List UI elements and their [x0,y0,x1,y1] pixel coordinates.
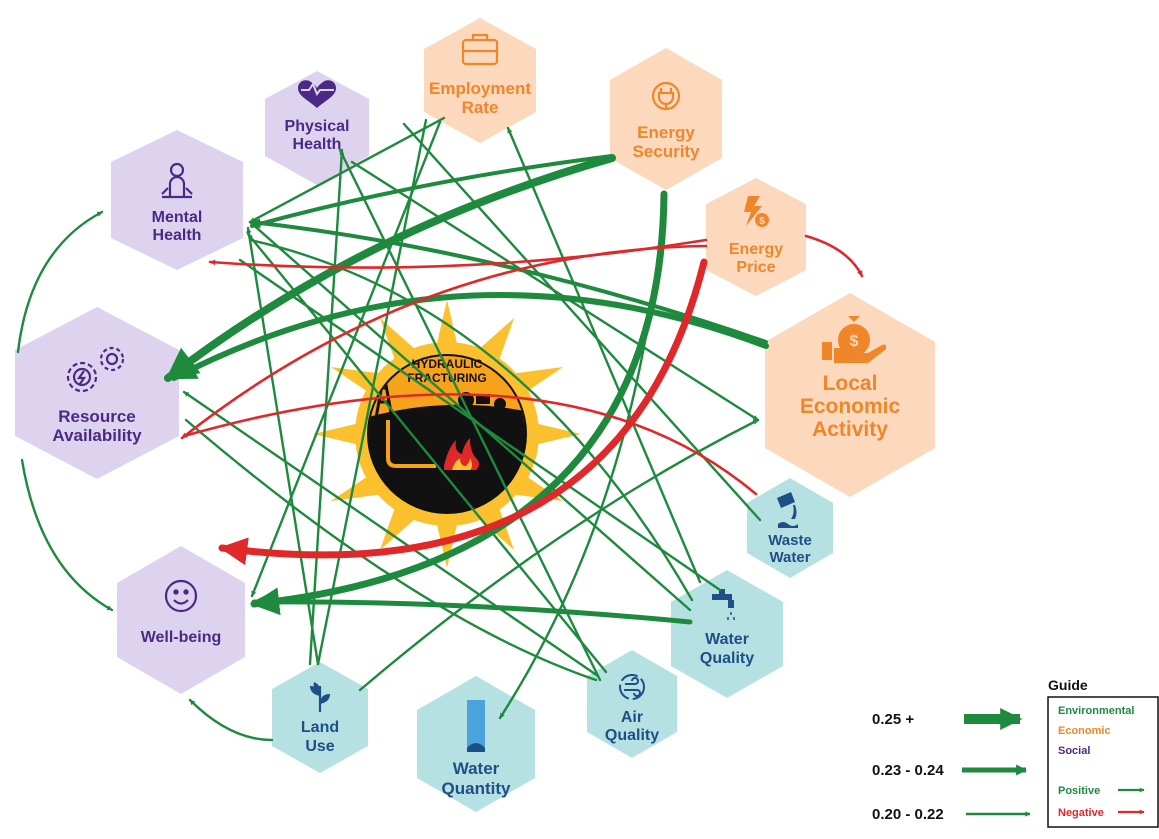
link-wastewater-to-resource [182,393,758,496]
well-being-label: Well-being [141,629,222,646]
waste-water-line2: Water [769,549,810,566]
local-economic-activity-line3: Activity [812,418,888,441]
node-employment-rate: Employment Rate [424,18,536,143]
energy-security-line2: Security [632,142,700,161]
link-landuse-to-mental [246,226,320,666]
air-quality-line1: Air [621,709,643,726]
link-localecon-to-resource [171,292,769,381]
node-well-being: Well-being [117,546,245,694]
plug-icon [651,81,681,111]
link-resource-to-airquality [184,418,598,682]
water-quantity-line2: Quantity [442,779,511,798]
link-security-to-resource [164,154,616,382]
water-quantity-line1: Water [453,759,500,778]
guide-negative-label: Negative [1058,807,1104,819]
water-bar-icon [467,700,485,752]
money-bag-hand-icon: $ [822,316,887,363]
heartbeat-icon [298,80,336,108]
node-waste-water: Waste Water [747,478,833,578]
employment-rate-line2: Rate [462,98,499,117]
link-employment-to-wellbeing [250,120,442,598]
land-use-line1: Land [301,719,339,736]
strength-label-mid: 0.23 - 0.24 [872,762,944,779]
guide-category-social: Social [1058,745,1090,757]
employment-rate-line1: Employment [429,79,531,98]
water-quality-line2: Quality [700,650,754,667]
center-title-line2: FRACTURING [407,371,486,385]
physical-health-line2: Health [293,136,342,153]
smiley-icon [164,579,198,613]
negative-links [180,234,864,566]
link-landuse-to-wellbeing [188,698,274,742]
local-economic-activity-line2: Economic [800,395,901,418]
energy-price-line2: Price [736,259,775,276]
energy-security-line1: Energy [637,123,695,142]
waste-water-line1: Waste [768,532,812,549]
svg-text:$: $ [759,216,765,227]
sprout-icon [310,682,330,712]
link-physical-to-airquality [338,148,602,682]
faucet-icon [712,589,735,620]
gears-icon [66,346,125,393]
link-price-to-resource [180,244,708,440]
briefcase-icon [461,33,499,66]
link-airquality-to-resource [182,390,600,678]
guide-legend: Guide Environmental Economic Social Posi… [872,677,1159,828]
mental-health-line2: Health [153,227,202,244]
link-price-to-wellbeing [218,258,708,566]
water-quality-line1: Water [705,631,749,648]
link-landuse-to-local-econ [358,418,760,692]
link-resource-to-wellbeing [20,458,114,612]
link-waterquality-to-employment [506,126,702,584]
link-price-to-localecon [804,234,864,278]
node-local-economic-activity: $ Local Economic Activity [765,293,935,497]
node-mental-health: Mental Health [111,130,243,270]
node-air-quality: Air Quality [587,650,677,758]
link-localecon-to-mental [250,218,768,344]
node-energy-price: $ Energy Price [706,178,806,296]
resource-availability-line2: Availability [52,426,142,445]
guide-title: Guide [1048,677,1088,693]
svg-text:$: $ [850,333,859,350]
local-economic-activity-line1: Local [823,372,878,395]
land-use-line2: Use [305,738,334,755]
mental-health-line1: Mental [152,209,203,226]
thick-positive-links [164,154,769,625]
price-lightning-icon: $ [744,196,769,227]
physical-health-line1: Physical [285,118,350,135]
center-title-line1: HYDRAULIC [412,357,483,371]
guide-category-economic: Economic [1058,725,1111,737]
energy-price-line1: Energy [729,241,783,258]
link-employment-to-landuse [316,118,428,666]
wind-icon [619,674,645,700]
link-wellbeing-to-localecon-2 [238,258,722,592]
strength-label-high: 0.25 + [872,711,914,728]
node-energy-security: Energy Security [610,48,722,190]
waste-water-icon [777,492,798,528]
link-security-to-wellbeing [250,190,668,616]
node-land-use: Land Use [272,662,368,773]
node-water-quality: Water Quality [671,570,783,698]
node-resource-availability: Resource Availability [15,307,179,479]
meditation-icon [161,162,193,199]
link-waterquality-to-wellbeing [251,591,693,625]
link-employment-to-mental [248,116,446,224]
node-water-quantity: Water Quantity [417,676,535,812]
link-security-to-mental [250,154,614,229]
resource-availability-line1: Resource [58,407,135,426]
link-mental-to-waterquality [248,238,694,602]
guide-category-environmental: Environmental [1058,705,1134,717]
link-resource-to-mental [16,210,104,354]
air-quality-line2: Quality [605,727,659,744]
guide-positive-label: Positive [1058,785,1100,797]
strength-label-low: 0.20 - 0.22 [872,806,944,823]
